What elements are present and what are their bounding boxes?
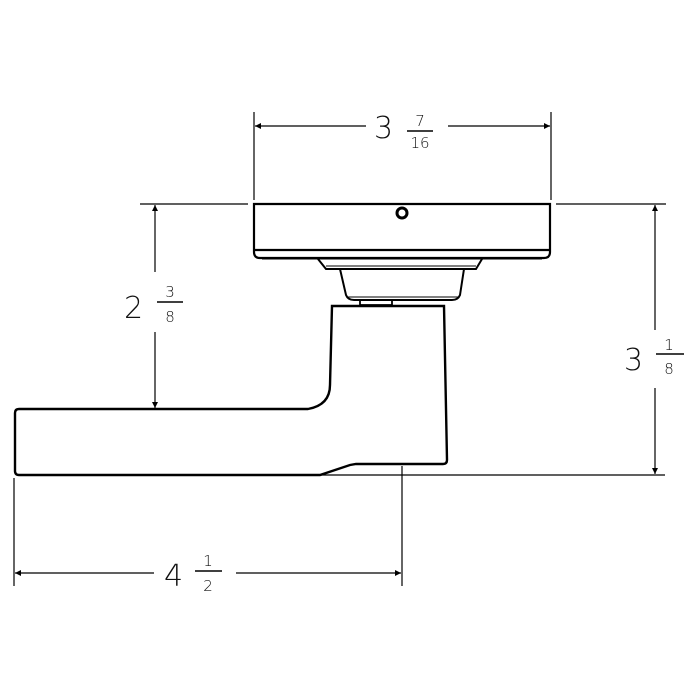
dimension-lever-height xyxy=(140,203,248,408)
svg-text:3: 3 xyxy=(374,111,393,146)
svg-text:8: 8 xyxy=(664,360,674,378)
svg-text:1: 1 xyxy=(203,552,213,570)
set-screw-hole-icon xyxy=(395,206,409,220)
svg-text:4: 4 xyxy=(164,559,183,594)
svg-text:2: 2 xyxy=(124,291,143,326)
lever-handle xyxy=(13,304,449,477)
svg-text:1: 1 xyxy=(664,336,674,354)
dimension-label-overall-height: 3 1 8 xyxy=(624,336,684,378)
svg-text:16: 16 xyxy=(410,134,429,152)
dimension-lever-length xyxy=(13,466,403,586)
svg-text:2: 2 xyxy=(203,577,213,595)
svg-text:7: 7 xyxy=(415,112,425,130)
rose-neck xyxy=(317,258,483,306)
dimension-rose-width xyxy=(253,112,552,200)
rose-plate xyxy=(252,202,552,260)
dimension-label-rose-width: 3 7 16 xyxy=(374,111,433,152)
dimension-label-lever-height: 2 3 8 xyxy=(124,283,183,326)
dimension-label-lever-length: 4 1 2 xyxy=(164,552,222,595)
svg-text:3: 3 xyxy=(165,283,175,301)
dimension-overall-height xyxy=(320,203,666,476)
svg-text:8: 8 xyxy=(165,308,175,326)
svg-text:3: 3 xyxy=(624,343,643,378)
